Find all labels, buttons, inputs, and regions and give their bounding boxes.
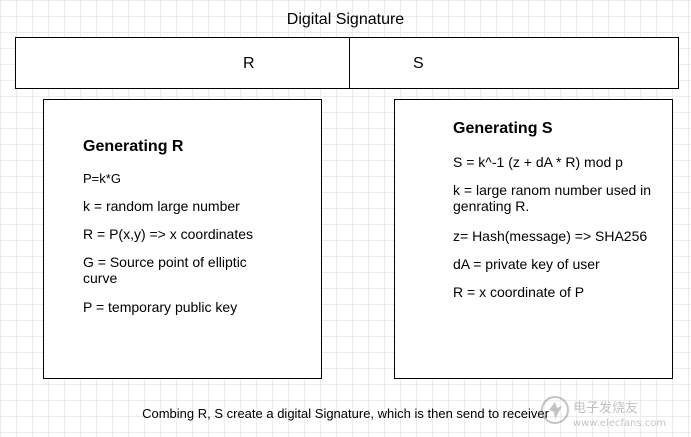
svg-text:www.elecfans.com: www.elecfans.com [573, 418, 666, 429]
r-label: R [243, 55, 255, 72]
s-line-1: S = k^-1 (z + dA * R) mod p [453, 154, 623, 170]
r-line-3: R = P(x,y) => x coordinates [83, 226, 254, 242]
generating-r-heading: Generating R [83, 138, 184, 155]
s-label: S [413, 55, 424, 72]
s-line-5: R = x coordinate of P [453, 284, 585, 300]
generating-r-box: Generating R P=k*G k = random large numb… [43, 99, 322, 379]
svg-text:电子发烧友: 电子发烧友 [573, 400, 638, 416]
footer-caption: Combing R, S create a digital Signature,… [142, 406, 549, 421]
rs-divider [349, 38, 350, 88]
s-line-2: k = large ranom number used in genrating… [453, 182, 652, 214]
generating-s-box: Generating S S = k^-1 (z + dA * R) mod p… [394, 99, 673, 379]
r-line-5: P = temporary public key [83, 299, 238, 315]
s-line-4: dA = private key of user [453, 256, 600, 272]
r-line-2: k = random large number [83, 198, 240, 214]
signature-rs-bar: R S [15, 37, 679, 89]
watermark-logo-icon: 电子发烧友 www.elecfans.com [541, 396, 666, 429]
generating-s-heading: Generating S [453, 120, 553, 137]
r-line-4: G = Source point of elliptic curve [83, 254, 247, 286]
watermark-logo: 电子发烧友 www.elecfans.com [535, 392, 685, 432]
diagram-title: Digital Signature [286, 11, 405, 28]
s-line-3: z= Hash(message) => SHA256 [453, 228, 648, 244]
r-line-1: P=k*G [83, 171, 121, 186]
